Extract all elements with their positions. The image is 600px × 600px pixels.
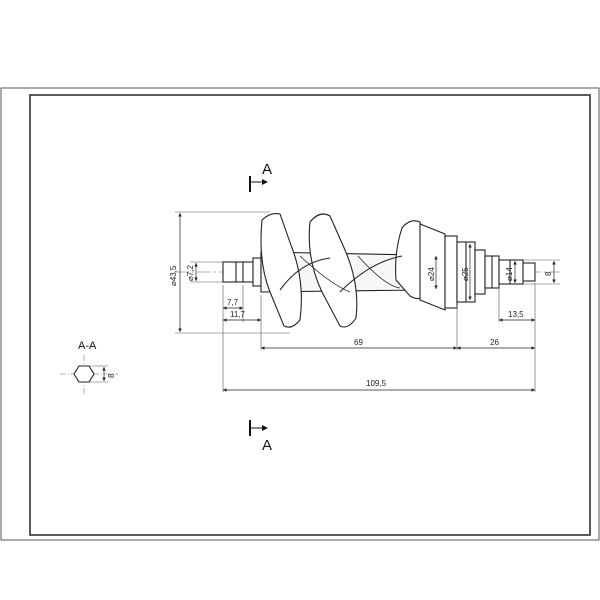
dim-hex-width: 8 (107, 373, 116, 378)
shaft-tip (522, 262, 536, 282)
cone-section (419, 223, 446, 311)
auger-part (222, 213, 536, 328)
sheet-outer-border (0, 87, 600, 541)
section-marker-top: A (249, 161, 272, 192)
dim-69: 69 (354, 338, 363, 347)
shaft-end-left (222, 261, 254, 283)
collar-1 (444, 235, 458, 309)
screw-flight-2 (308, 213, 358, 328)
dim-11-7: 11,7 (230, 310, 246, 319)
section-view-title: A-A (78, 340, 97, 352)
section-label-top: A (262, 161, 272, 178)
dim-tip-width: 8 (544, 271, 553, 276)
dim-26: 26 (490, 338, 499, 347)
section-marker-bottom: A (249, 420, 272, 454)
sheet-inner-frame (29, 94, 591, 536)
dim-7-7: 7,7 (227, 298, 239, 307)
hex-section (73, 365, 95, 383)
dim-total-length: 109,5 (366, 379, 387, 388)
journal (498, 259, 524, 285)
dim-journal-diameter: ⌀14 (505, 267, 514, 281)
dim-collar-diameter: ⌀25 (461, 267, 470, 281)
section-view-a-a: A-A 8 (60, 340, 118, 394)
dim-core-diameter: ⌀24 (427, 267, 436, 281)
dim-flight-diameter: ⌀43,5 (169, 265, 178, 286)
dim-shaft-end-diameter: ⌀7,2 (186, 265, 195, 281)
section-label-bottom: A (262, 437, 272, 454)
screw-flight-1 (260, 213, 302, 328)
dim-13-5: 13,5 (508, 310, 524, 319)
